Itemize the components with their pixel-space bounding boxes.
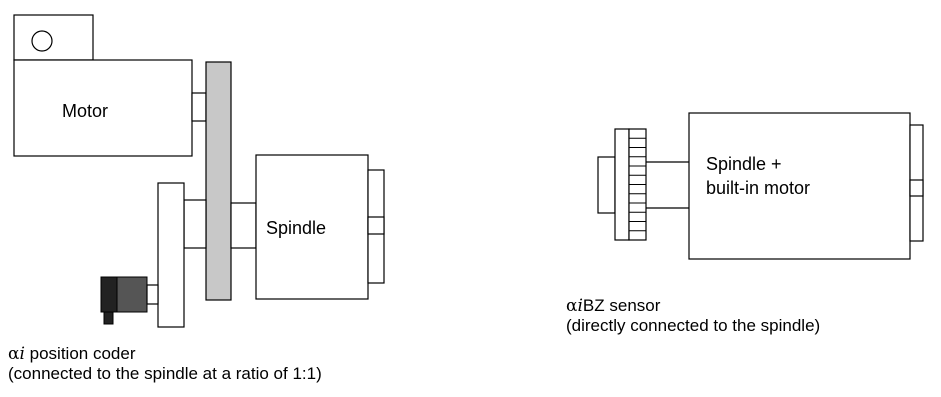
sensor-gear-ring	[614, 128, 630, 241]
spindle-motor-body	[688, 112, 911, 260]
spindle-motor-assembly: Spindle + built-in motor	[688, 112, 924, 260]
spindle-nose-center	[367, 216, 385, 235]
caption-line1-text: BZ sensor	[582, 296, 661, 315]
pulley-hub	[183, 199, 207, 249]
motor-terminal-circle	[31, 30, 53, 52]
spindle-motor-nose-center	[909, 179, 924, 197]
drive-belt	[205, 61, 232, 301]
caption-greek-alpha: α	[8, 344, 20, 364]
gear-teeth-lines	[629, 137, 646, 232]
bz-sensor-assembly	[597, 128, 689, 241]
sensor-back-plate	[597, 156, 616, 214]
caption-line1-text: position coder	[24, 344, 136, 363]
spindle-shaft	[230, 202, 257, 249]
bz-sensor-caption-line1: αiBZ sensor	[566, 296, 820, 316]
coder-body-dark	[100, 276, 118, 313]
coder-body-mid	[116, 276, 148, 313]
caption-greek-alpha: α	[566, 296, 578, 316]
coder-connector	[103, 311, 114, 325]
bz-sensor-caption: αiBZ sensor (directly connected to the s…	[566, 296, 820, 336]
motor-terminal-box	[13, 14, 94, 61]
position-coder-caption-line1: αi position coder	[8, 344, 322, 364]
position-coder-caption: αi position coder (connected to the spin…	[8, 344, 322, 384]
caption-italic-i: i	[19, 344, 25, 364]
motor-label: Motor	[62, 101, 108, 121]
caption-italic-i: i	[577, 296, 583, 316]
coder-mount-plate	[157, 182, 185, 328]
spindle-motor-label-line2: built-in motor	[706, 178, 810, 198]
spindle-assembly-left: Spindle	[157, 154, 385, 328]
motor-body	[13, 59, 193, 157]
spindle-body	[255, 154, 369, 300]
position-coder	[100, 276, 159, 325]
motor-shaft	[191, 92, 207, 122]
coder-flange	[146, 284, 159, 305]
bz-sensor-caption-line2: (directly connected to the spindle)	[566, 316, 821, 335]
position-coder-caption-line2: (connected to the spindle at a ratio of …	[8, 364, 322, 383]
spindle-motor-label-line1: Spindle +	[706, 154, 782, 174]
spindle-label: Spindle	[266, 218, 326, 238]
motor-assembly: Motor	[13, 14, 207, 157]
